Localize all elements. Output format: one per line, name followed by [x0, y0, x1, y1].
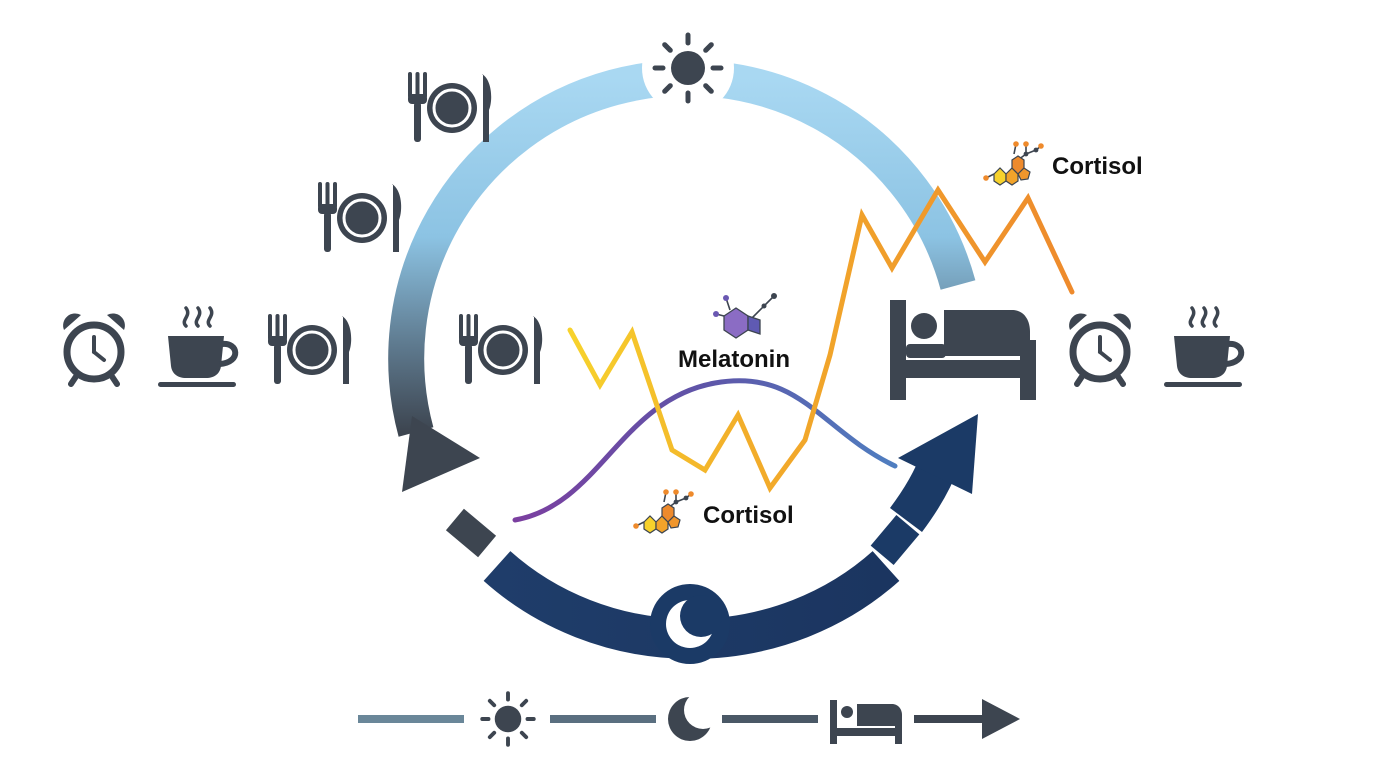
- molecule-icon-cortisol-bottom: [632, 488, 695, 534]
- coffee-cup-icon-left: [158, 308, 236, 387]
- timeline-segment-1: [358, 715, 464, 723]
- right-arc-dash: [870, 515, 920, 565]
- right-arc-arrowhead: [898, 414, 978, 494]
- cortisol-curve: [567, 185, 1075, 493]
- left-arc-arrowhead: [402, 416, 480, 492]
- molecule-icon-cortisol-top: [982, 140, 1045, 186]
- cortisol-label-top: Cortisol: [1052, 153, 1143, 180]
- melatonin-label: Melatonin: [678, 346, 790, 373]
- timeline-sun-icon: [480, 691, 536, 747]
- timeline-segment-2: [550, 715, 656, 723]
- alarm-clock-icon-left: [63, 313, 125, 384]
- timeline-bed-icon: [830, 700, 902, 744]
- sun-icon: [642, 22, 734, 114]
- timeline-segment-3: [722, 715, 818, 723]
- timeline: [358, 691, 1020, 747]
- timeline-moon-icon: [668, 691, 722, 741]
- molecule-icon-melatonin: [713, 293, 777, 339]
- bed-icon: [890, 300, 1036, 400]
- meal-icon-lunch: [266, 312, 353, 386]
- meal-icon-breakfast: [406, 70, 493, 144]
- moon-icon: [650, 584, 730, 664]
- timeline-segment-4: [914, 715, 988, 723]
- coffee-cup-icon-right: [1164, 308, 1242, 387]
- alarm-clock-icon-right: [1069, 313, 1131, 384]
- left-arc-dash: [445, 508, 497, 558]
- cortisol-label-bottom: Cortisol: [703, 502, 794, 529]
- melatonin-curve: [512, 378, 898, 523]
- meal-icon-dinner: [457, 312, 544, 386]
- timeline-arrowhead: [982, 699, 1020, 739]
- meal-icon-brunch: [316, 180, 403, 254]
- day-arc: [388, 59, 976, 437]
